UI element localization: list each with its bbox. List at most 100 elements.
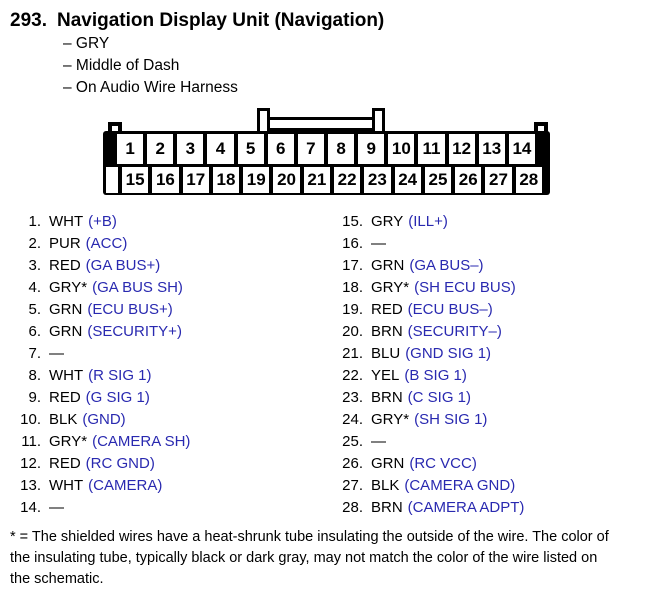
pin-number: 9.	[28, 389, 41, 406]
pin-entry: 15.GRY(ILL+)	[336, 211, 524, 233]
signal-name: (SH ECU BUS)	[414, 279, 516, 296]
pin-entry: 12. RED(RC GND)	[14, 453, 190, 475]
pin-entry: 21.BLU(GND SIG 1)	[336, 343, 524, 365]
wire-color: RED	[49, 257, 81, 274]
footnote-line: the insulating tube, typically black or …	[10, 550, 598, 566]
signal-name: (ILL+)	[408, 213, 448, 230]
pin-box: 1	[117, 134, 144, 164]
footnote-line: * = The shielded wires have a heat-shrun…	[10, 529, 609, 545]
pin-box: 17	[182, 167, 209, 193]
pin-entry: 19.RED(ECU BUS–)	[336, 299, 524, 321]
pin-entry: 14.—	[14, 497, 190, 519]
pin-number: 19.	[342, 301, 363, 318]
item-number: 293.	[10, 10, 47, 31]
signal-name: (CAMERA)	[88, 477, 163, 494]
connector-diagram: 1 2 3 4 5 6 7 8 9 10	[103, 108, 550, 200]
pin-box: 27	[485, 167, 512, 193]
wire-color: BRN	[371, 323, 403, 340]
pin-entry: 17.GRN(GA BUS–)	[336, 255, 524, 277]
pin-number: 14.	[20, 499, 41, 516]
pin-entry: 27.BLK(CAMERA GND)	[336, 475, 524, 497]
pin-box: 9	[358, 134, 385, 164]
wire-color: BLU	[371, 345, 401, 362]
pin-number: 7.	[28, 345, 41, 362]
pin-entry: 2.PUR(ACC)	[14, 233, 190, 255]
pin-number: 4.	[28, 279, 41, 296]
pin-number: 6.	[28, 323, 41, 340]
header: 293. Navigation Display Unit (Navigation…	[10, 9, 384, 99]
pin-box: 19	[243, 167, 270, 193]
signal-name: (SH SIG 1)	[414, 411, 488, 428]
pin-number: 20.	[342, 323, 363, 340]
pin-entry: 13.WHT(CAMERA)	[14, 475, 190, 497]
pin-number: 13.	[20, 477, 41, 494]
pin-entry: 25.—	[336, 431, 524, 453]
pin-box: 23	[364, 167, 391, 193]
pin-box: 12	[448, 134, 475, 164]
wire-color: YEL	[371, 367, 400, 384]
signal-name: (CAMERA SH)	[92, 433, 191, 450]
attribute-list: – GRY – Middle of Dash – On Audio Wire H…	[63, 33, 384, 99]
pin-number: 8.	[28, 367, 41, 384]
pin-number: 16.	[342, 235, 363, 252]
wire-color: GRY*	[49, 433, 88, 450]
pin-box: 2	[147, 134, 174, 164]
footnote-line: the schematic.	[10, 571, 104, 587]
pin-number: 24.	[342, 411, 363, 428]
pin-number: 5.	[28, 301, 41, 318]
pin-entry: 26. GRN(RC VCC)	[336, 453, 524, 475]
pin-box: 26	[455, 167, 482, 193]
wire-color: RED	[49, 455, 81, 472]
signal-name: (G SIG 1)	[85, 389, 150, 406]
signal-name: (GA BUS+)	[85, 257, 161, 274]
pin-entry: 10.BLK(GND)	[14, 409, 190, 431]
wire-color: GRY*	[371, 279, 410, 296]
pin-box: 25	[424, 167, 452, 193]
page-title: Navigation Display Unit (Navigation)	[57, 10, 385, 31]
wire-color: BRN	[371, 499, 403, 516]
wire-color: —	[49, 345, 64, 362]
pin-box: 4	[207, 134, 234, 164]
pin-number: 1.	[28, 213, 41, 230]
connector-body: 1 2 3 4 5 6 7 8 9 10	[103, 131, 550, 195]
pin-entry: 3. RED(GA BUS+)	[14, 255, 190, 277]
wire-color: BRN	[371, 389, 403, 406]
pin-number: 3.	[28, 257, 41, 274]
pin-box: 11	[418, 134, 445, 164]
pin-entry: 23.BRN(C SIG 1)	[336, 387, 524, 409]
pin-box: 24	[394, 167, 421, 193]
pin-number: 22.	[342, 367, 363, 384]
signal-name: (B SIG 1)	[404, 367, 467, 384]
pin-box: 7	[297, 134, 324, 164]
wire-color: —	[371, 235, 386, 252]
pin-entry: 1.WHT(+B)	[14, 211, 190, 233]
pin-number: 17.	[342, 257, 363, 274]
pin-entry: 20. BRN(SECURITY–)	[336, 321, 524, 343]
pin-entry: 11. GRY*(CAMERA SH)	[14, 431, 190, 453]
pin-entry: 22. YEL(B SIG 1)	[336, 365, 524, 387]
pin-box: 28	[515, 167, 542, 193]
signal-name: (SECURITY–)	[407, 323, 502, 340]
pin-number: 12.	[20, 455, 41, 472]
pin-number: 10.	[20, 411, 41, 428]
pin-number: 11.	[21, 433, 41, 450]
pin-entry: 6.GRN(SECURITY+)	[14, 321, 190, 343]
wire-color: GRN	[371, 455, 405, 472]
pin-number: 26.	[342, 455, 363, 472]
signal-name: (RC VCC)	[409, 455, 477, 472]
connector-pin-row-top: 1 2 3 4 5 6 7 8 9 10	[117, 134, 535, 164]
pin-entry: 4.GRY*(GA BUS SH)	[14, 277, 190, 299]
pin-number: 23.	[342, 389, 363, 406]
wire-color: RED	[49, 389, 81, 406]
pin-entry: 16. —	[336, 233, 524, 255]
signal-name: (ECU BUS+)	[87, 301, 173, 318]
signal-name: (RC GND)	[85, 455, 155, 472]
signal-name: (SECURITY+)	[87, 323, 182, 340]
signal-name: (CAMERA ADPT)	[407, 499, 525, 516]
wire-color: GRY*	[371, 411, 410, 428]
pin-entry: 8.WHT(R SIG 1)	[14, 365, 190, 387]
pin-box: 8	[327, 134, 355, 164]
pin-number: 21.	[342, 345, 363, 362]
